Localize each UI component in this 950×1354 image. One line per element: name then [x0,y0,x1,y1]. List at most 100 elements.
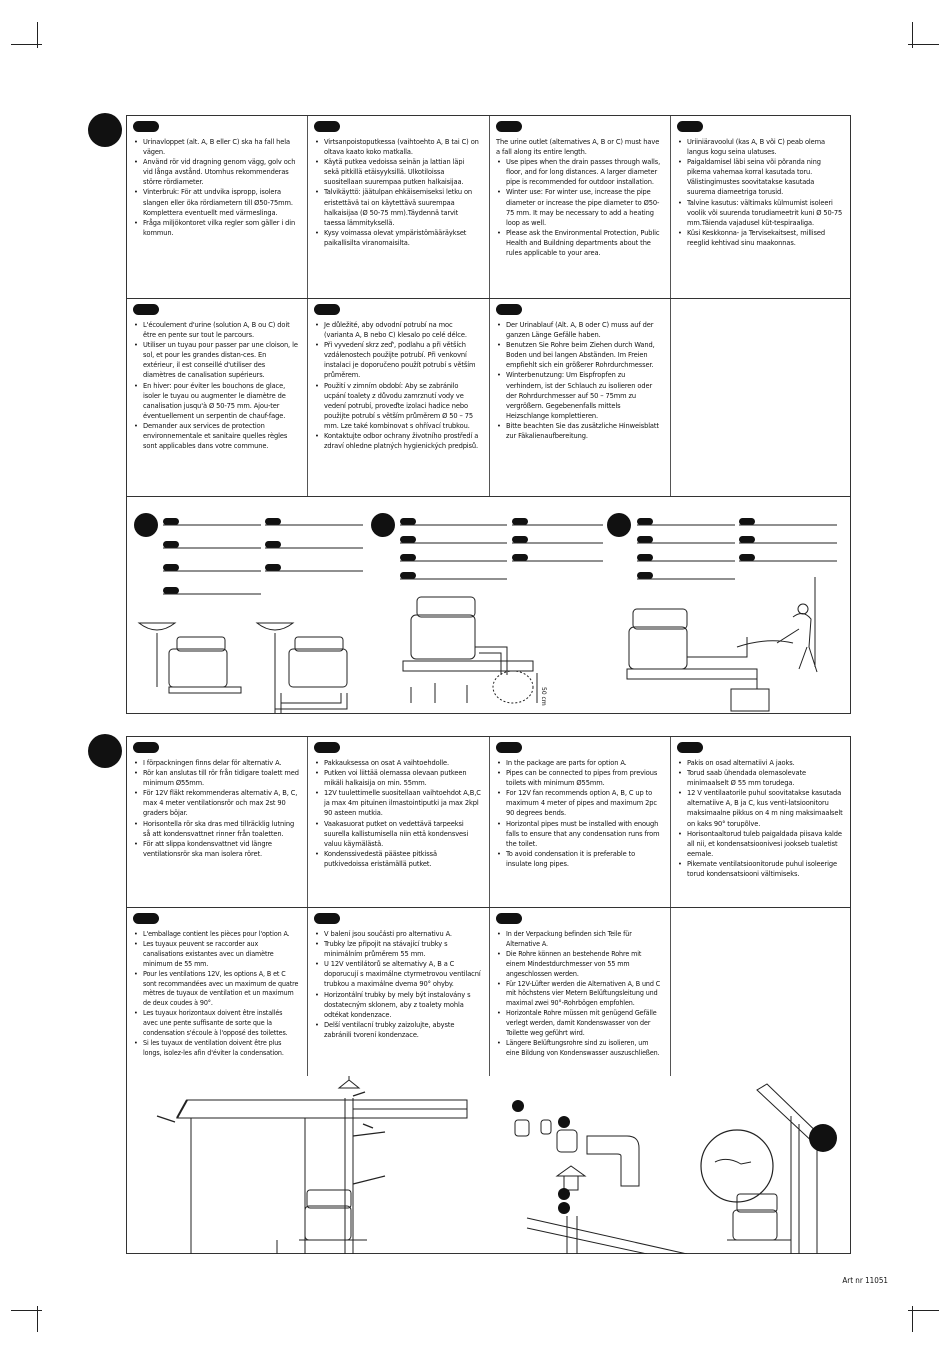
instruction-item: 12 V ventilaatorile puhul soovitatakse k… [677,788,844,828]
text-cell-cs: V balení jsou součásti pro alternativu A… [308,908,490,1076]
option-marker-c [809,1124,837,1152]
language-badge [314,913,340,924]
instruction-item: Si les tuyaux de ventilation doivent êtr… [133,1038,299,1058]
instruction-item: Please ask the Environmental Protection,… [496,228,662,258]
instruction-item: Pakis on osad alternatiivi A jaoks. [677,758,844,768]
instruction-item: Använd rör vid dragning genom vägg, golv… [133,157,299,187]
instruction-item: To avoid condensation it is preferable t… [496,849,662,869]
row-divider [127,496,850,497]
instruction-item: För 12V fläkt rekommenderas alternativ A… [133,788,299,818]
option-marker-a [512,1100,524,1112]
instruction-item: Kondenssivedestä päästee pitkissä putkiv… [314,849,481,869]
text-cell-et: Uriiniäravoolul (kas A, B või C) peab ol… [671,116,852,298]
text-cell-cs: Je důležité, aby odvodní potrubí na moc … [308,299,490,496]
instruction-item: Längere Belüftungsrohre sind zu isoliere… [496,1038,662,1058]
instruction-item: L'écoulement d'urine (solution A, B ou C… [133,320,299,340]
toilet-illustration [629,627,687,669]
instruction-item: Küsi Keskkonna- ja Tervisekaitsest, mill… [677,228,844,248]
soakaway-stones [493,671,533,703]
instruction-item: The urine outlet (alternatives A, B or C… [496,137,660,157]
instruction-item: Horizontal pipes must be installed with … [496,819,662,849]
roof-slope [527,1218,687,1254]
toilet-illustration [733,1210,777,1240]
detail-magnifier [701,1130,773,1202]
instruction-item: Při vyvedení skrz zeď', podlahu a při vě… [314,340,481,380]
instruction-item: Horizontální trubky by mely být instalov… [314,990,481,1020]
option-marker-b [371,513,395,537]
vent-cap [557,1166,585,1176]
instruction-item: Vaakasuorat putket on vedettävä tarpeeks… [314,819,481,849]
instruction-item: Winterbenutzung: Um Eispfropfen zu verhi… [496,370,662,420]
row-divider [127,907,850,908]
text-cell-fi: Virtsanpoistoputkessa (vaihtoehto A, B t… [308,116,490,298]
instruction-item: Talvine kasutus: vältimaks külmumist iso… [677,198,844,228]
crop-mark [11,1310,42,1311]
instruction-item: Der Urinablauf (Alt. A, B oder C) muss a… [496,320,662,340]
crop-mark [11,44,42,45]
instruction-item: Bitte beachten Sie das zusätzliche Hinwe… [496,421,662,441]
language-badge [133,913,159,924]
language-badge [314,121,340,132]
toilet-illustration [305,1206,351,1240]
crop-mark [37,22,38,48]
instruction-item: Urinavloppet (alt. A, B eller C) ska ha … [133,137,299,157]
section-marker-1 [88,113,122,147]
section-marker-2 [88,734,122,768]
instruction-item: Paigaldamisel läbi seina või põranda nin… [677,157,844,197]
container-illustration [731,689,769,711]
instruction-item: Talvikäyttö: jäätulpan ehkäisemiseksi le… [314,187,481,227]
instruction-item: Použití v zimním období: Aby se zabránil… [314,381,481,431]
crop-mark [908,1310,939,1311]
instruction-item: Horisontella rör ska dras med tillräckli… [133,819,299,839]
instruction-item: Für 12V-Lüfter werden die Alternativen A… [496,979,662,1009]
language-badge [496,121,522,132]
toilet-illustration [169,649,227,687]
arrow-icon [353,1092,365,1096]
instruction-item: U 12V ventilátorů se alternativy A, B a … [314,959,481,989]
pipe-part [557,1130,577,1152]
ventilation-illustrations [127,1076,837,1254]
section-urine-outlet: Urinavloppet (alt. A, B eller C) ska ha … [126,115,851,714]
text-cell-en: The urine outlet (alternatives A, B or C… [490,116,671,298]
sink-illustration [257,623,293,630]
instruction-item: För att slippa kondensvattnet vid längre… [133,839,299,859]
crop-mark [912,22,913,48]
instruction-item: Virtsanpoistoputkessa (vaihtoehto A, B t… [314,137,481,157]
text-cell-sv: Urinavloppet (alt. A, B eller C) ska ha … [127,116,308,298]
arrow-icon [353,1176,385,1184]
toilet-illustration [289,649,347,687]
text-cell-en: In the package are parts for option A. P… [490,737,671,907]
article-number: Art nr 11051 [842,1276,888,1285]
language-badge [677,121,703,132]
instruction-item: Kysy voimassa olevat ympäristömääräykset… [314,228,481,248]
language-badge [496,742,522,753]
instruction-item: Demander aux services de protection envi… [133,421,299,451]
instruction-item: Pour les ventilations 12V, les options A… [133,969,299,1009]
language-badge [496,304,522,315]
instruction-item: Vinterbruk: För att undvika ispropp, iso… [133,187,299,217]
instruction-item: Pakkauksessa on osat A vaihtoehdolle. [314,758,481,768]
instruction-item: Use pipes when the drain passes through … [496,157,662,187]
instruction-item: Pikemate ventilatsioonitorude puhul isol… [677,859,844,879]
instruction-item: Les tuyaux horizontaux doivent être inst… [133,1008,299,1038]
depth-label: 50 cm [540,687,547,706]
instruction-item: Putken voi liittää olemassa olevaan putk… [314,768,481,788]
instruction-item: I förpackningen finns delar för alternat… [133,758,299,768]
option-marker-c [607,513,631,537]
language-badge [314,742,340,753]
hand-illustration [715,1159,751,1164]
instruction-item: Horizontale Rohre müssen mit genügend Ge… [496,1008,662,1038]
toilet-illustration [411,615,475,659]
elbow-pipe [587,1136,639,1186]
language-badge [677,742,703,753]
text-cell-de: In der Verpackung befinden sich Teile fü… [490,908,671,1076]
instruction-item: Winter use: For winter use, increase the… [496,187,662,227]
instruction-item: Horisontaaltorud tuleb paigaldada piisav… [677,829,844,859]
instruction-item: En hiver: pour éviter les bouchons de gl… [133,381,299,421]
arrow-icon [157,1116,175,1122]
person-illustration [777,613,817,672]
option-marker-a [134,513,158,537]
instruction-item: Kontaktujte odbor ochrany životního pros… [314,431,481,451]
instruction-item: Torud saab ühendada olemasolevate minima… [677,768,844,788]
language-badge [314,304,340,315]
